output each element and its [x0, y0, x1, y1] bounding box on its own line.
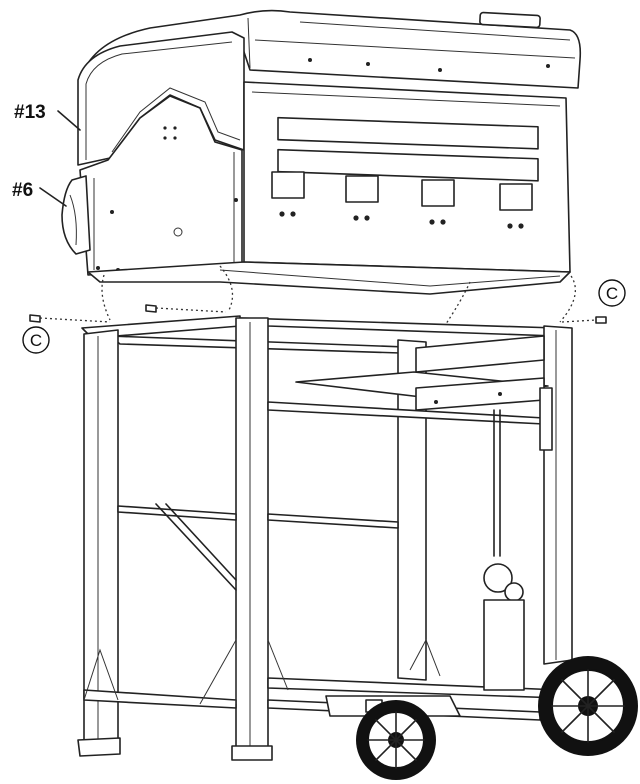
grill-head: [61, 9, 582, 295]
leader-line-13: [57, 110, 81, 131]
front-right-leg: [235, 317, 269, 749]
burner-knob-housing: [61, 175, 91, 255]
rear-wheel-left: [356, 700, 436, 780]
part-label-6: #6: [12, 180, 33, 201]
regulator: [483, 563, 513, 593]
leader-line-6: [39, 187, 67, 207]
hardware-callout-c-right: C: [598, 279, 626, 307]
cart-frame: [77, 315, 573, 761]
part-label-13: #13: [14, 102, 46, 123]
rear-wheel-right: [538, 656, 638, 756]
callout-c-left-text: C: [30, 331, 42, 350]
hardware-callout-c-left: C: [22, 326, 50, 354]
front-left-leg: [83, 329, 119, 743]
rear-right-leg: [543, 325, 573, 665]
callout-c-right-text: C: [606, 284, 618, 303]
alignment-guides: [101, 265, 576, 331]
rear-left-leg: [397, 339, 427, 681]
